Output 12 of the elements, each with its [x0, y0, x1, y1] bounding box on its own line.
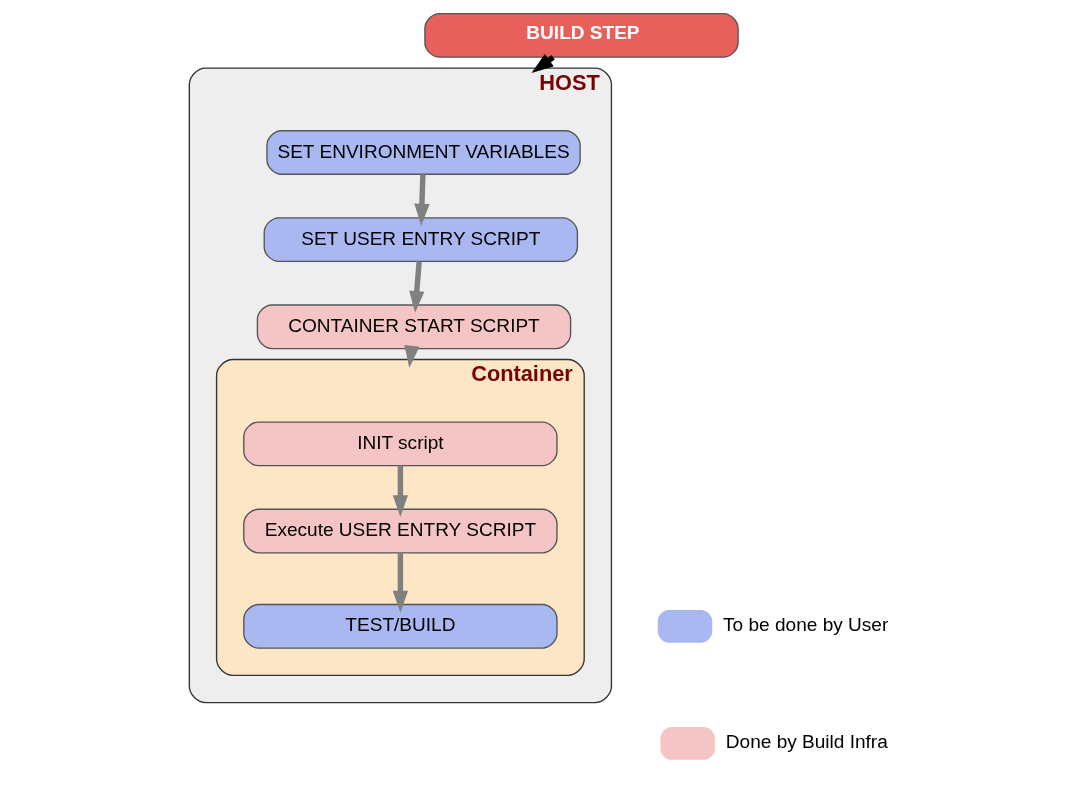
arrow: [392, 552, 408, 613]
arrow: [413, 174, 430, 226]
node-box: TEST/BUILD: [242, 603, 558, 649]
node-box: INIT script: [242, 421, 558, 467]
arrow: [408, 261, 424, 313]
arrow: [392, 465, 408, 518]
node-box: SET USER ENTRY SCRIPT: [263, 217, 578, 263]
legend-label: Done by Build Infra: [725, 731, 888, 753]
node-box: BUILD STEP: [423, 12, 739, 58]
node-box: Execute USER ENTRY SCRIPT: [242, 508, 558, 554]
legend-label: To be done by User: [722, 614, 888, 636]
node-box: SET ENVIRONMENT VARIABLES: [265, 130, 581, 175]
